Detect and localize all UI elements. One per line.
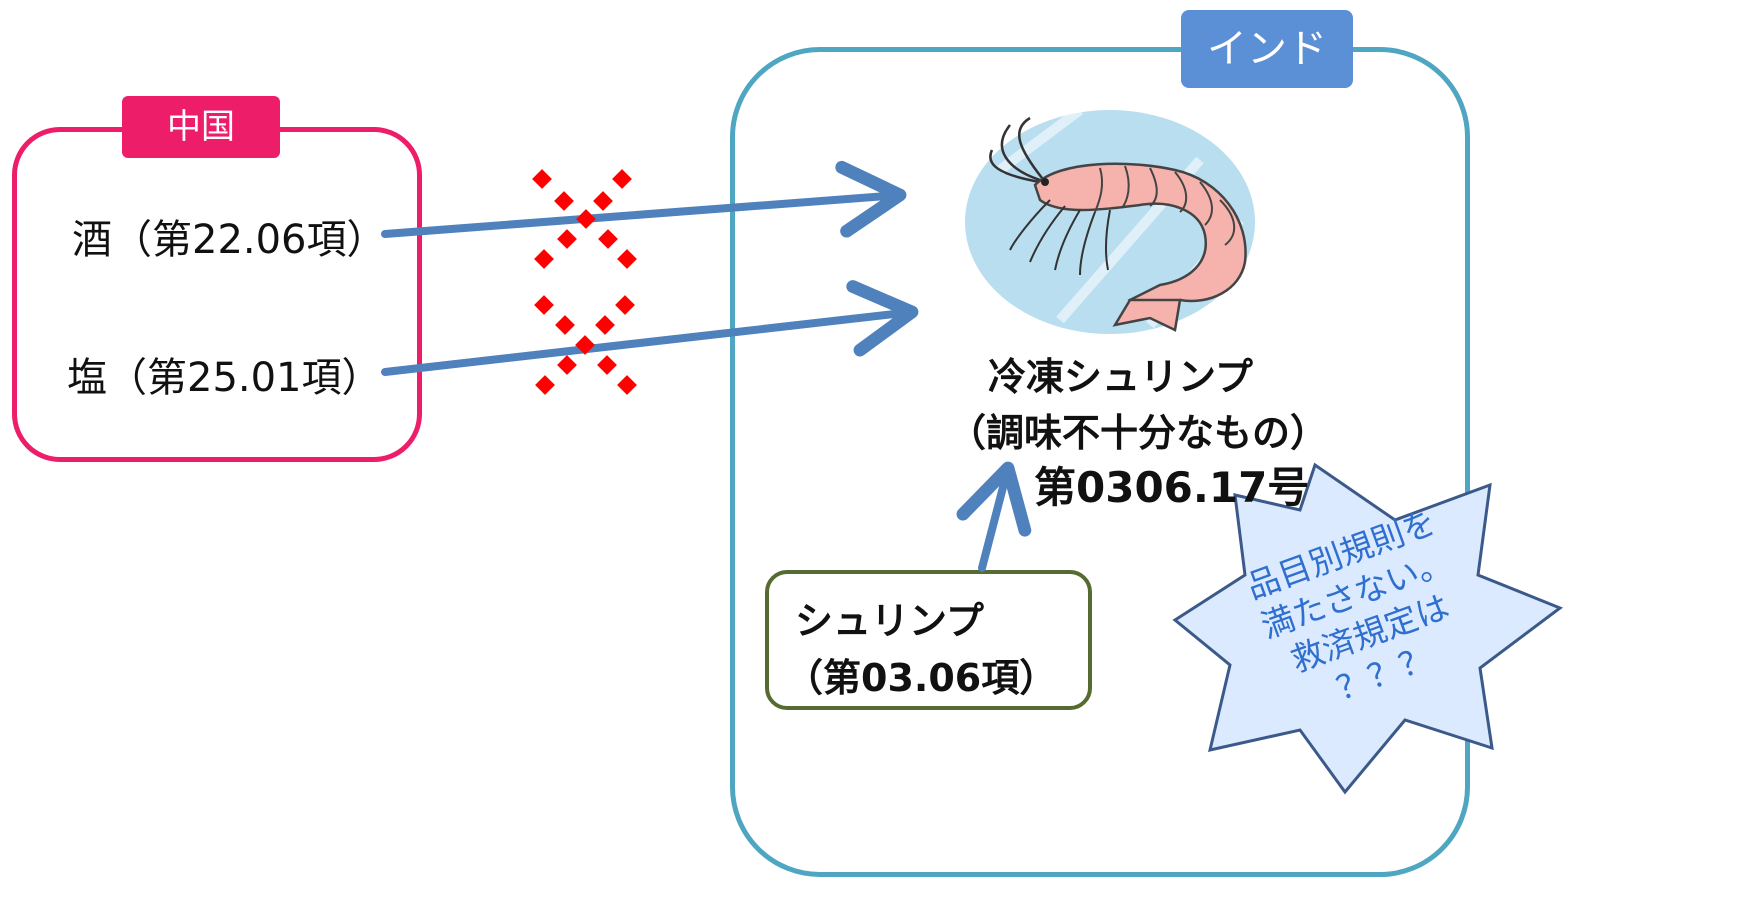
- product-condition: （調味不十分なもの）: [948, 411, 1329, 455]
- input-material-name: シュリンプ: [795, 599, 984, 643]
- red-dotted-x-mark: [534, 295, 637, 395]
- sake-item-label: 酒（第22.06項）: [72, 217, 387, 263]
- jagged-star-callout: [1172, 462, 1564, 795]
- salt-arrow: [381, 280, 919, 376]
- product-code: 第0306.17号: [1034, 463, 1310, 512]
- salt-item-label: 塩（第25.01項）: [67, 355, 382, 401]
- shrimp-illustration: [965, 106, 1255, 334]
- input-to-product-arrow: [956, 461, 1032, 572]
- input-material-code: （第03.06項）: [785, 656, 1058, 700]
- india-region-box: [730, 47, 1470, 877]
- china-tag: 中国: [122, 96, 280, 158]
- sake-arrow: [381, 160, 907, 238]
- product-name: 冷凍シュリンプ: [988, 355, 1253, 399]
- india-tag: インド: [1181, 10, 1353, 88]
- shrimp-input-box: [765, 570, 1092, 710]
